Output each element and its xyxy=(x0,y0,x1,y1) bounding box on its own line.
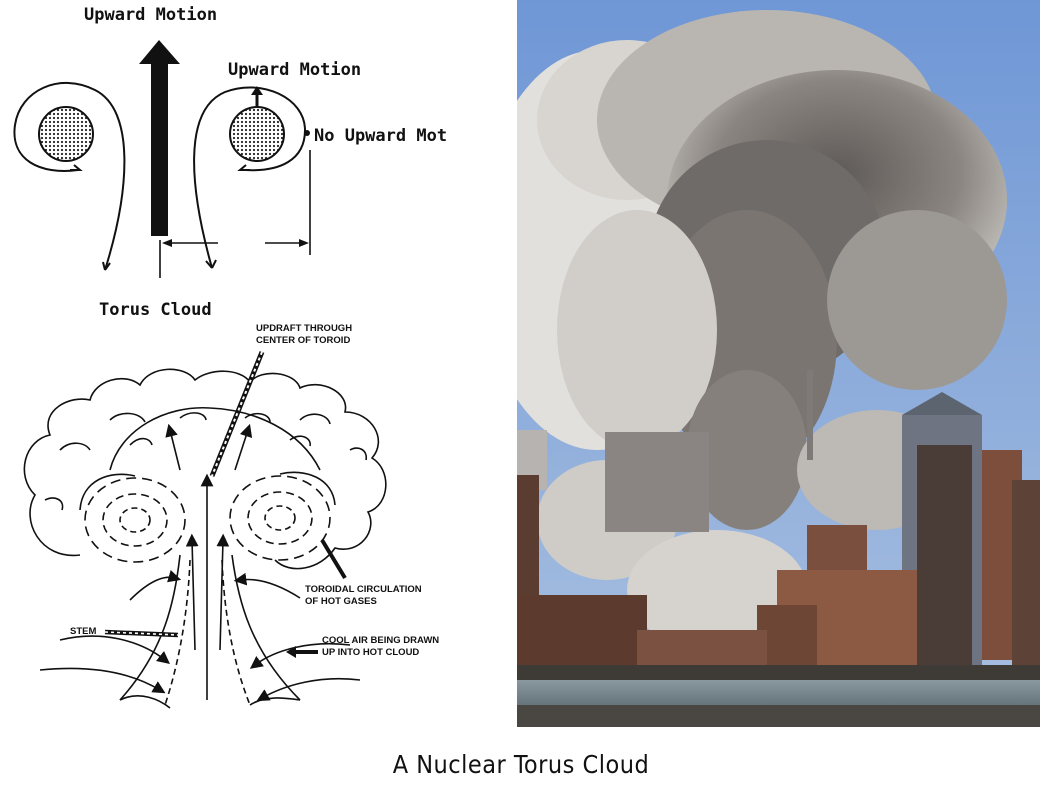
upward-motion-main-label: Upward Motion xyxy=(84,5,218,25)
cloud-cap-outline xyxy=(23,368,387,570)
inner-dome xyxy=(109,407,321,471)
updraft-label: UPDRAFT THROUGH CENTER OF TOROID xyxy=(256,323,353,346)
main-updraft-arrow-head xyxy=(139,40,180,64)
right-swirl xyxy=(193,86,307,269)
torus-cloud-diagram xyxy=(13,40,387,709)
stem-label: STEM xyxy=(70,626,97,637)
no-upward-motion-label: No Upward Mot xyxy=(314,126,448,146)
torus-schematic xyxy=(13,40,311,278)
upward-motion-side-label: Upward Motion xyxy=(228,60,362,80)
stem-right-edge xyxy=(231,554,301,701)
city-skyline xyxy=(517,370,1040,670)
left-swirl xyxy=(13,81,126,271)
left-torus-core xyxy=(38,106,94,162)
caption: A Nuclear Torus Cloud xyxy=(392,750,650,779)
toroidal-circulation-label: TOROIDAL CIRCULATION OF HOT GASES xyxy=(305,584,422,607)
right-torus-core xyxy=(229,106,285,162)
main-updraft-arrow-shaft xyxy=(151,62,168,236)
torus-cloud-title: Torus Cloud xyxy=(99,300,212,320)
toroidal-leader xyxy=(320,538,347,580)
smoke-cloud-photo xyxy=(517,0,1040,727)
smoke-plume xyxy=(517,10,1007,650)
mushroom-cloud-drawing xyxy=(23,368,387,709)
no-upward-motion-point xyxy=(304,130,310,136)
pier xyxy=(517,705,1040,727)
shoreline xyxy=(517,665,1040,680)
cool-air-label: COOL AIR BEING DRAWN UP INTO HOT CLOUD xyxy=(322,635,440,658)
left-toroid-vortex xyxy=(79,473,186,563)
right-toroid-vortex xyxy=(229,471,336,561)
